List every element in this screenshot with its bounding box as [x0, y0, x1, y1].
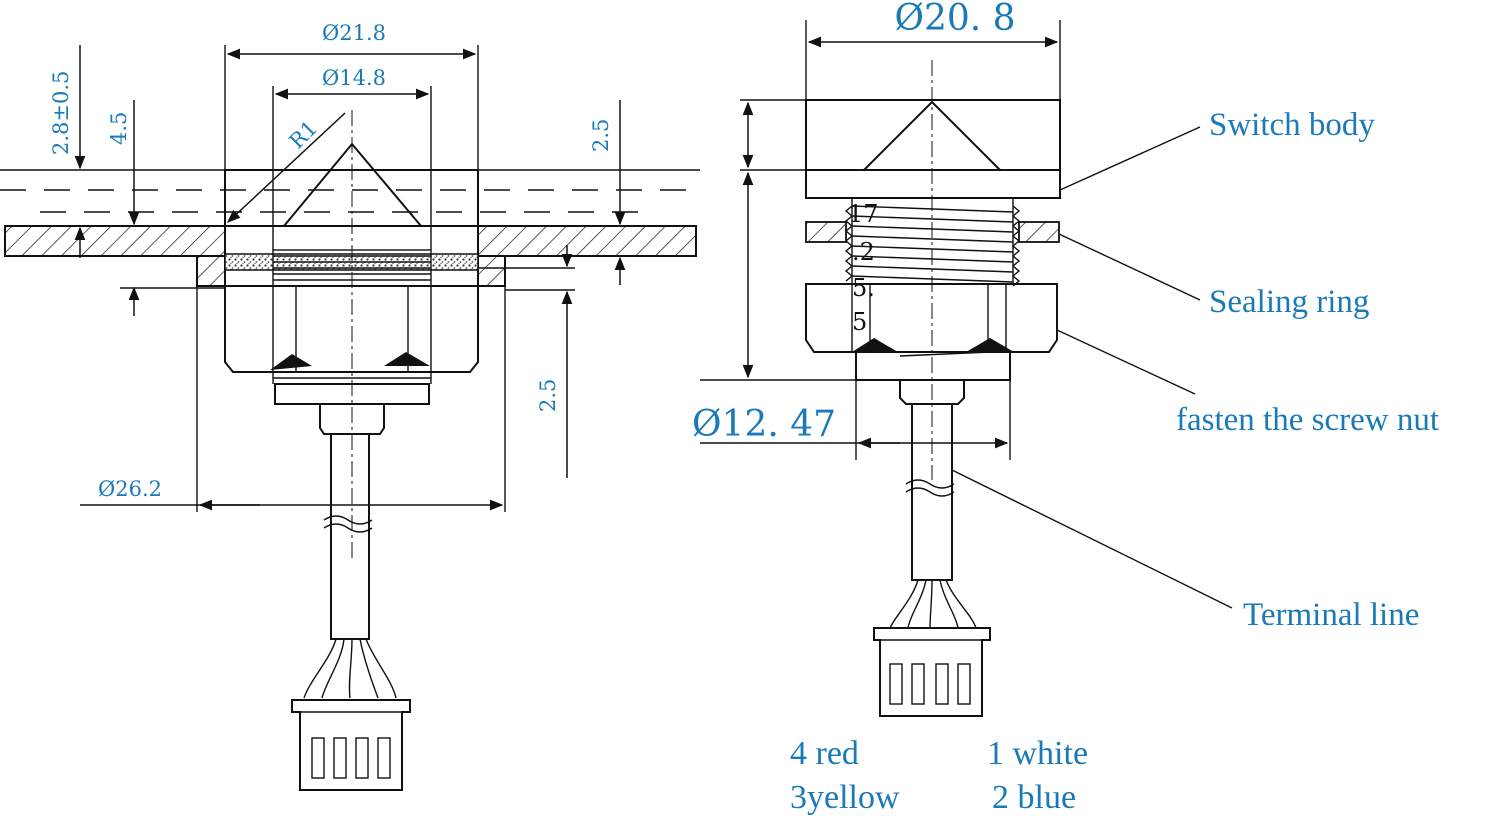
dim-thickness-right: 2.5: [589, 119, 613, 152]
wire-red: 4 red: [790, 735, 859, 772]
label-screw-nut: fasten the screw nut: [1176, 402, 1439, 438]
leader-switch-body: [1059, 126, 1201, 191]
mounting-plate-right: [477, 225, 697, 257]
left-view: [0, 45, 700, 791]
plate-boss-right: [477, 255, 506, 287]
terminal-cable: [911, 403, 953, 581]
leader-sealing-ring: [1058, 233, 1201, 301]
leader-terminal-line: [951, 469, 1233, 609]
dim-5: 5: [852, 308, 867, 336]
dim-depth: 4.5: [107, 112, 131, 145]
label-terminal-line: Terminal line: [1243, 597, 1419, 633]
switch-body: [805, 99, 1061, 199]
washer-right: [855, 351, 1011, 381]
dim-outer-diameter: Ø21.8: [322, 21, 386, 45]
cable-left: [330, 433, 370, 640]
screw-nut: [805, 283, 1058, 353]
wires-right: [889, 579, 977, 629]
leader-screw-nut: [1056, 329, 1196, 395]
nut-left: [224, 285, 479, 373]
dim-5-dot: 5.: [852, 274, 875, 302]
right-view: [700, 20, 1233, 717]
label-switch-body: Switch body: [1209, 107, 1375, 143]
dim-2: .2: [852, 238, 875, 266]
sealing-ring-right: [1018, 221, 1060, 243]
dim-17: 17: [848, 200, 879, 228]
wires-left: [303, 638, 397, 699]
label-sealing-ring: Sealing ring: [1209, 284, 1369, 320]
dim-base-diameter: Ø26.2: [98, 477, 162, 501]
dim-radius: R1: [285, 116, 323, 154]
dim-thread-length: 2.5: [536, 379, 560, 412]
wire-blue: 2 blue: [992, 779, 1076, 816]
connector-left: [291, 699, 411, 791]
dim-inner-diameter: Ø14.8: [322, 66, 386, 90]
plate-boss-left: [196, 255, 226, 287]
dim-top-diameter: Ø20. 8: [894, 0, 1015, 39]
wire-yellow: 3yellow: [790, 779, 900, 816]
mounting-plate-left: [4, 225, 226, 257]
dim-height-tolerance: 2.8±0.5: [49, 71, 73, 155]
connector-right: [873, 627, 991, 717]
dim-bottom-diameter: Ø12. 47: [692, 404, 836, 445]
wire-white: 1 white: [987, 735, 1088, 772]
sealing-ring-left: [805, 221, 847, 243]
